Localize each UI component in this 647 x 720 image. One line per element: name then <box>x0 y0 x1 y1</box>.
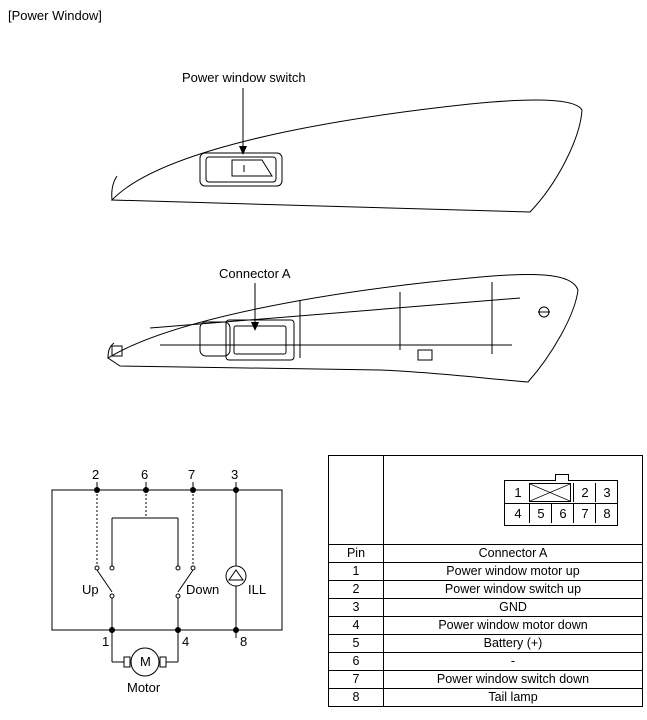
up-label: Up <box>82 582 99 597</box>
connector-callout-arrow <box>251 283 259 331</box>
motor-label: Motor <box>127 680 161 695</box>
pin-column-header: Pin <box>328 544 384 563</box>
connector-callout-label: Connector A <box>219 266 291 281</box>
motor-symbol: M <box>140 654 151 669</box>
switch-callout-label: Power window switch <box>182 70 306 85</box>
pin-description-cell: Battery (+) <box>383 634 643 653</box>
blank-cross-icon <box>530 484 570 501</box>
connector-pin: 8 <box>595 504 618 523</box>
bottom-pin-label: 1 <box>102 634 110 649</box>
pin-number-cell: 6 <box>328 652 384 671</box>
connector-pin: 6 <box>551 504 574 523</box>
connector-pin: 2 <box>573 483 596 502</box>
connector-face: 1 2 3 4 5 6 7 8 <box>504 474 618 526</box>
top-pin-label: 7 <box>188 467 196 482</box>
switch-callout-arrow <box>239 88 247 155</box>
pin-description-cell: Tail lamp <box>383 688 643 707</box>
connector-pin: 3 <box>595 483 618 502</box>
table-corner-cell <box>328 455 384 545</box>
door-trim-interior <box>107 273 579 383</box>
table-row: 1 2 3 4 5 6 7 8 <box>328 455 643 545</box>
pin-description-cell: GND <box>383 598 643 617</box>
pin-description-cell: Power window switch down <box>383 670 643 689</box>
bottom-pin-label: 4 <box>182 634 190 649</box>
connector-pin: 1 <box>514 485 522 500</box>
door-trim-exterior <box>110 99 583 213</box>
pin-number-cell: 7 <box>328 670 384 689</box>
top-pin-label: 3 <box>231 467 239 482</box>
ill-label: ILL <box>248 582 267 597</box>
connector-divider <box>505 503 617 504</box>
connector-face-cell: 1 2 3 4 5 6 7 8 <box>383 455 643 545</box>
down-label: Down <box>186 582 220 597</box>
pin-number-cell: 2 <box>328 580 384 599</box>
switch-schematic <box>51 482 283 677</box>
pin-description-cell: - <box>383 652 643 671</box>
table-header-row: Pin Connector A <box>328 544 643 563</box>
pin-description-cell: Power window switch up <box>383 580 643 599</box>
pin-number-cell: 8 <box>328 688 384 707</box>
top-pin-label: 6 <box>141 467 149 482</box>
connector-column-header: Connector A <box>383 544 643 563</box>
connector-blank <box>529 483 571 502</box>
pin-number-cell: 5 <box>328 634 384 653</box>
bottom-pin-label: 8 <box>240 634 248 649</box>
connector-latch <box>555 474 569 481</box>
table-row: 6- <box>328 652 643 671</box>
pin-number-cell: 3 <box>328 598 384 617</box>
page-title: [Power Window] <box>8 8 102 23</box>
connector-pin: 7 <box>573 504 596 523</box>
pin-description-cell: Power window motor down <box>383 616 643 635</box>
connector-pin: 4 <box>514 506 522 521</box>
pin-description-cell: Power window motor up <box>383 562 643 581</box>
connector-pin: 5 <box>529 504 552 523</box>
pin-number-cell: 1 <box>328 562 384 581</box>
pin-number-cell: 4 <box>328 616 384 635</box>
top-pin-label: 2 <box>92 467 100 482</box>
